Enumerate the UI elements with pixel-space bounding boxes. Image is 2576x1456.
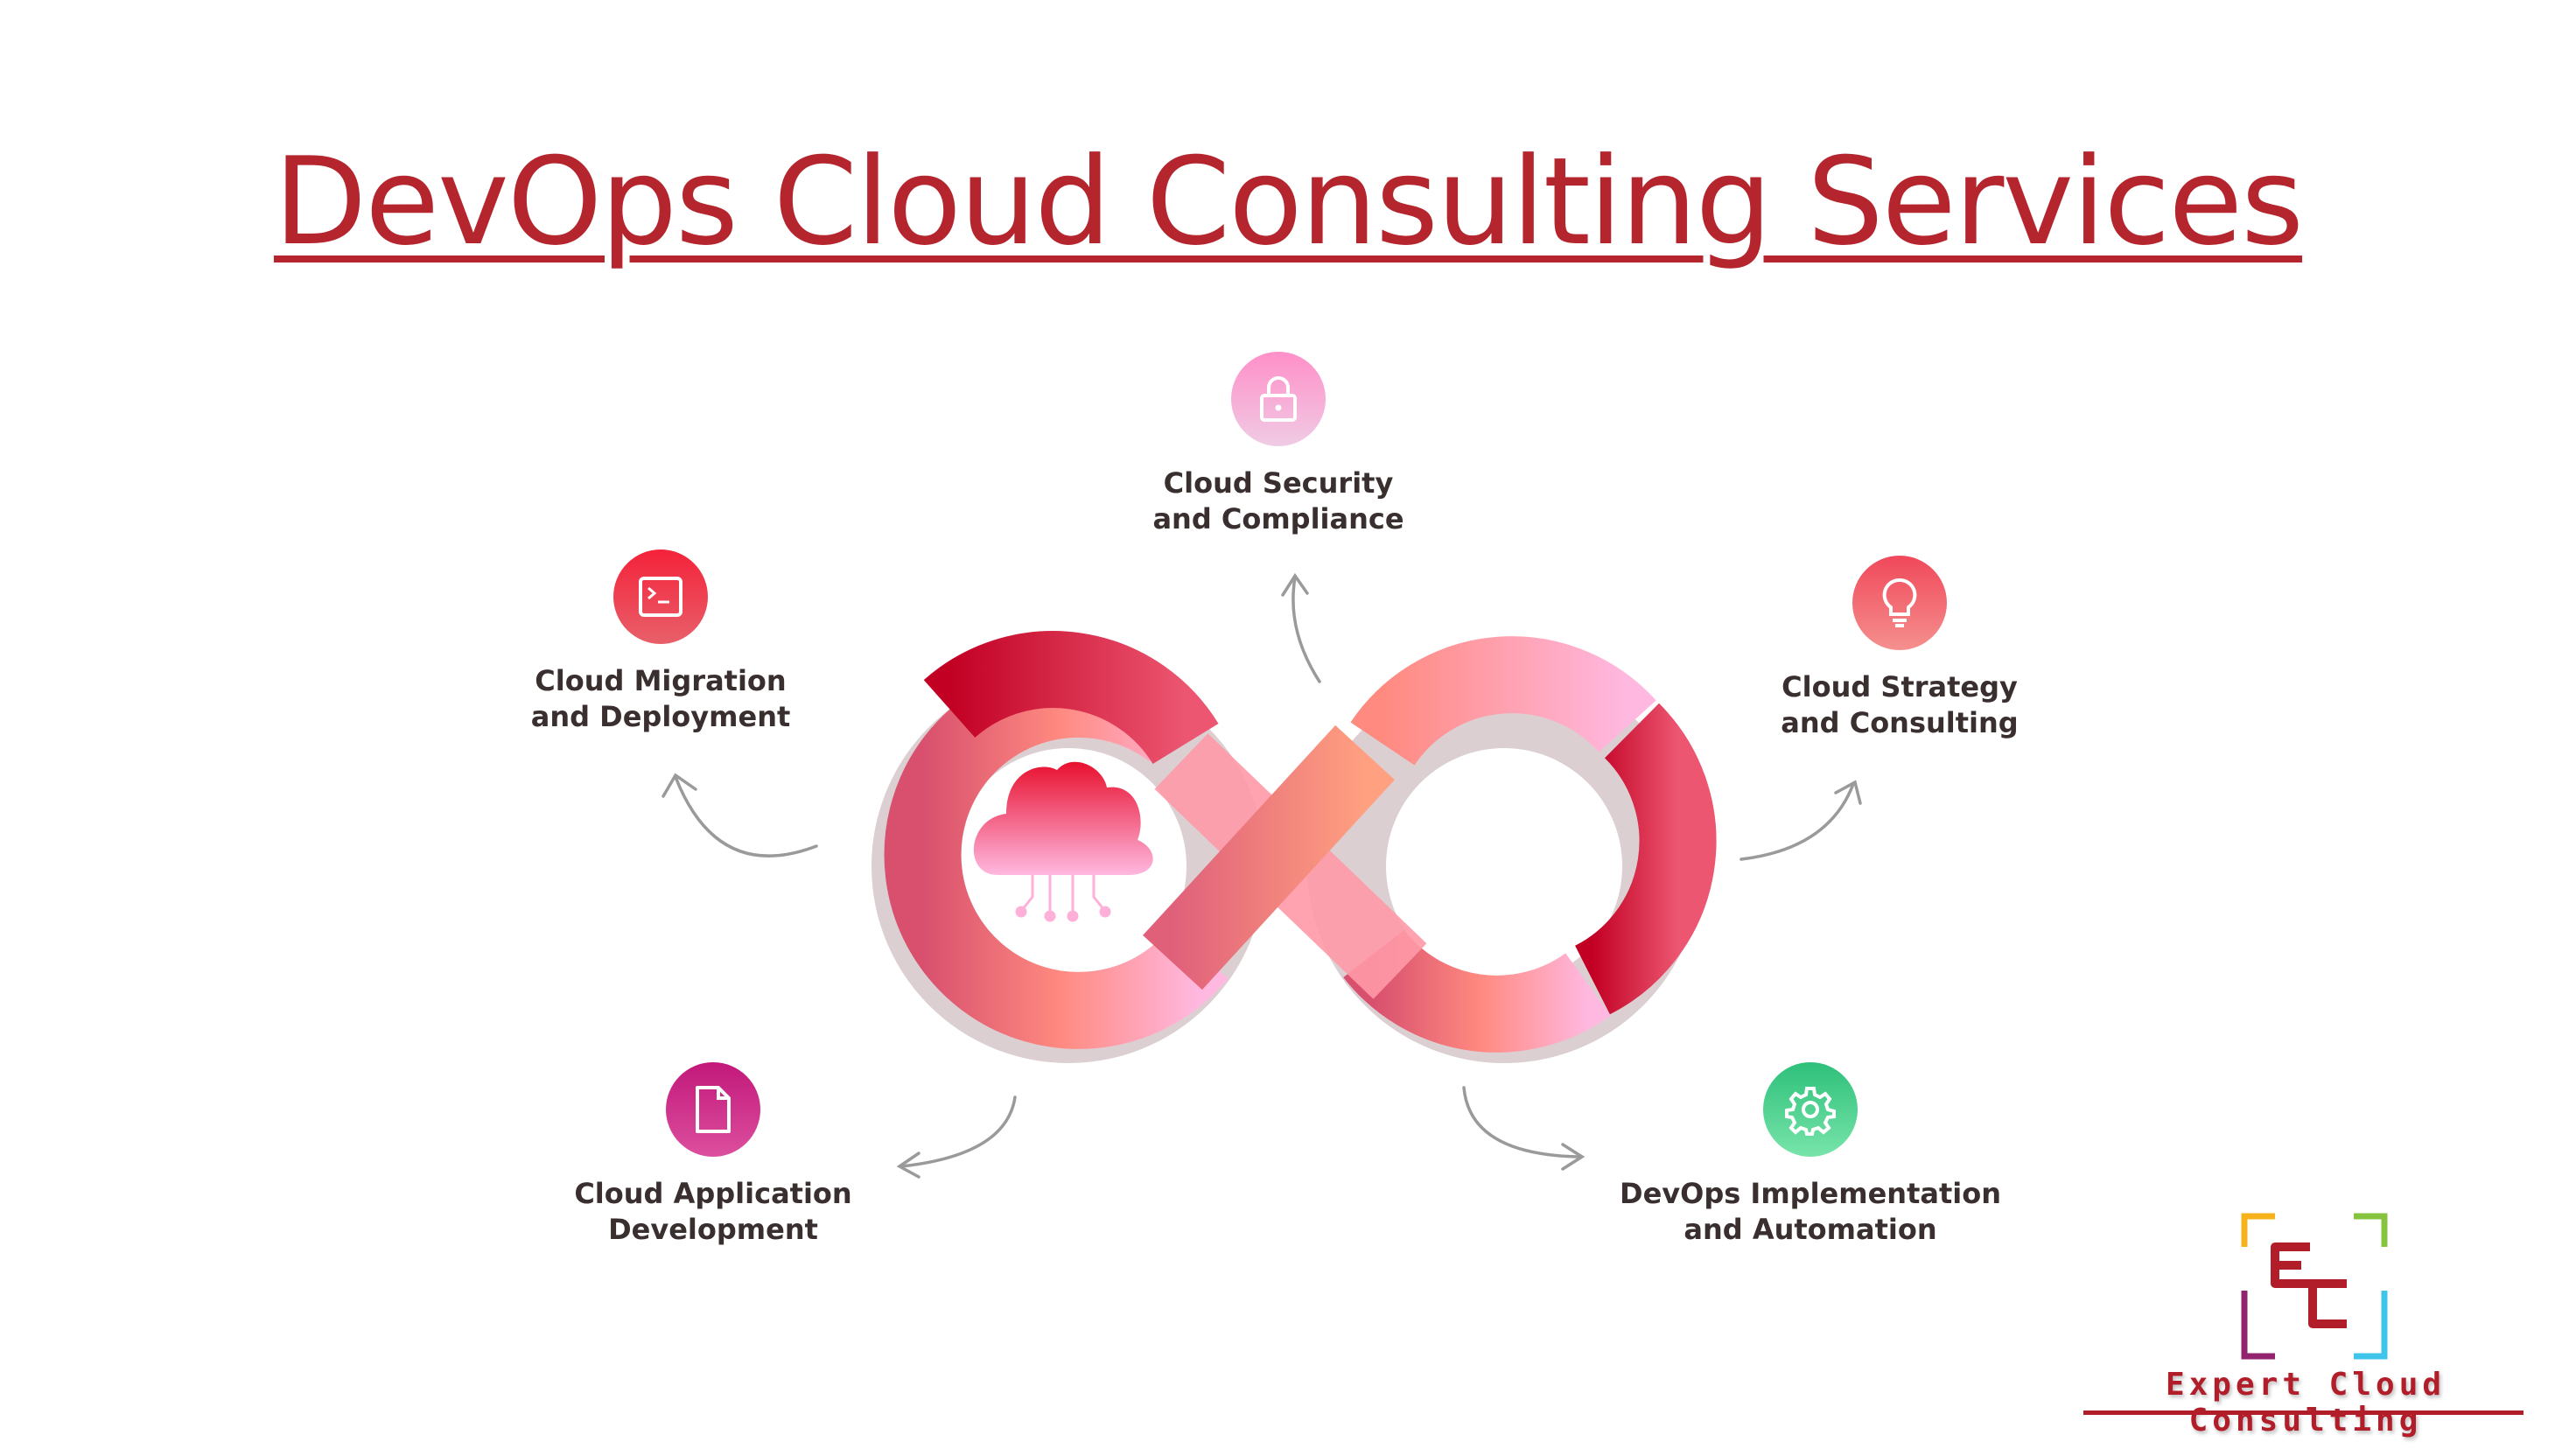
gear-icon bbox=[1763, 1062, 1858, 1157]
page-title: DevOps Cloud Consulting Services bbox=[273, 131, 2304, 272]
arrow-to-migration bbox=[662, 773, 818, 858]
document-icon bbox=[666, 1062, 760, 1157]
arrow-to-application bbox=[896, 1096, 1017, 1179]
arrow-to-automation bbox=[1462, 1086, 1586, 1171]
company-logo-mark bbox=[2241, 1213, 2388, 1360]
service-label: and Compliance bbox=[1152, 502, 1404, 536]
service-label: Cloud Security bbox=[1163, 466, 1394, 500]
service-label: and Automation bbox=[1684, 1213, 1937, 1246]
infinity-left-loop bbox=[884, 631, 1228, 1049]
cloud-network-icon bbox=[973, 761, 1153, 922]
infinity-cross-band bbox=[1143, 724, 1395, 990]
lock-icon bbox=[1231, 352, 1326, 446]
infinity-right-loop bbox=[1343, 636, 1717, 1053]
logo-underline bbox=[2083, 1410, 2524, 1415]
service-label: DevOps Implementation bbox=[1620, 1177, 2001, 1210]
service-label: Development bbox=[608, 1213, 818, 1246]
service-label: Cloud Migration bbox=[535, 664, 787, 697]
service-label: and Consulting bbox=[1781, 706, 2019, 739]
service-label: and Deployment bbox=[530, 700, 791, 733]
terminal-icon bbox=[613, 550, 708, 644]
service-label: Cloud Strategy bbox=[1782, 670, 2018, 704]
lightbulb-icon bbox=[1852, 556, 1947, 650]
arrow-to-security bbox=[1281, 572, 1321, 683]
company-logo-name: Expert Cloud Consulting bbox=[2165, 1367, 2446, 1438]
service-label: Cloud Application bbox=[574, 1177, 852, 1210]
arrow-to-strategy bbox=[1740, 780, 1862, 861]
